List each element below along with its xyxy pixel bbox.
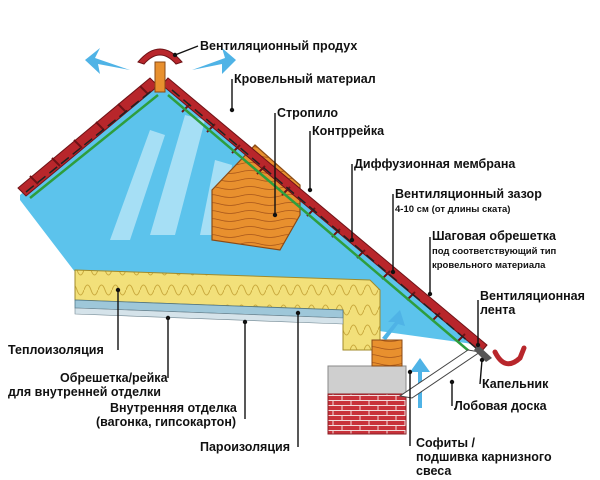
drip-edge (474, 345, 492, 362)
roof-tiles-left-teeth (29, 85, 149, 185)
label-fascia-board: Лобовая доска (454, 399, 548, 413)
diffusion-membrane-line-left (29, 94, 159, 199)
fascia-board (398, 349, 482, 399)
label-interior-finish-1: Внутренняя отделка (110, 401, 238, 415)
label-vent-tape-2: лента (480, 303, 516, 317)
label-soffit-1: Софиты / (416, 436, 476, 450)
label-drip-edge: Капельник (482, 377, 549, 391)
label-vent-tape-1: Вентиляционная (480, 289, 585, 303)
label-roof-material: Кровельный материал (234, 72, 376, 86)
label-insulation: Теплоизоляция (8, 343, 104, 357)
label-step-lathing: Шаговая обрешетка (432, 229, 557, 243)
label-vent-gap-note: 4-10 см (от длины ската) (395, 204, 510, 215)
label-vent-outlet: Вентиляционный продух (200, 39, 357, 53)
wall-brick (327, 393, 407, 435)
airflow-streaks (110, 115, 232, 240)
lathing-line-left (25, 87, 156, 193)
wall-plate (371, 339, 403, 367)
ridge-vent-cap (137, 48, 183, 65)
lathing-line-right (171, 89, 477, 349)
label-step-lathing-note-2: кровельного материала (432, 260, 546, 271)
label-vapor-barrier: Пароизоляция (200, 440, 290, 454)
airflow-arrow-left (85, 48, 130, 74)
label-soffit-3: свеса (416, 464, 452, 478)
label-lathing-2: для внутренней отделки (8, 385, 161, 399)
label-interior-finish-2: (вагонка, гипсокартон) (96, 415, 236, 429)
label-counter-batten: Контррейка (312, 124, 385, 138)
label-rafter: Стропило (277, 106, 338, 120)
callout-lines (115, 45, 485, 447)
airflow-arrow-right (192, 48, 236, 74)
wall-block (327, 365, 407, 395)
label-lathing-1: Обрешетка/рейка (60, 371, 169, 385)
roof-tiles-right-teeth (181, 103, 466, 343)
label-soffit-2: подшивка карнизного (416, 450, 552, 464)
label-vent-gap: Вентиляционный зазор (395, 187, 542, 201)
airflow-arrow-soffit (382, 310, 405, 340)
label-step-lathing-note-1: под соответствующий тип (432, 246, 557, 257)
callout-labels: Вентиляционный продух Кровельный материа… (8, 39, 585, 478)
ridge-post (154, 61, 166, 93)
interior-lining-strip (74, 307, 344, 325)
gutter (492, 345, 527, 367)
label-diffusion-membrane: Диффузионная мембрана (354, 157, 516, 171)
diffusion-membrane-line (167, 94, 471, 353)
